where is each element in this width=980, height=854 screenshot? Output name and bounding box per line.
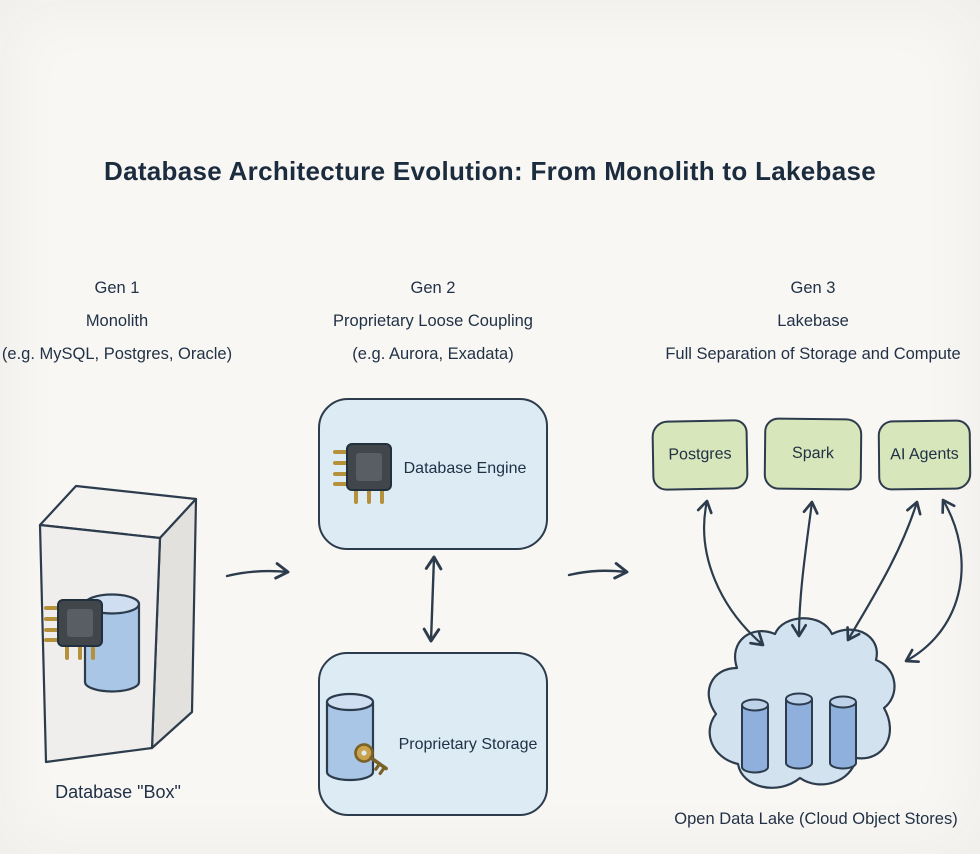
gen2-label: Gen 2 (410, 279, 456, 297)
gen2-header: Gen 2 Proprietary Loose Coupling (e.g. A… (333, 272, 533, 371)
gen1-name: Monolith (85, 312, 149, 330)
diagram-title: Database Architecture Evolution: From Mo… (104, 156, 876, 186)
gen3-caption: Open Data Lake (Cloud Object Stores) (674, 810, 958, 828)
gen3-examples: Full Separation of Storage and Compute (665, 345, 961, 363)
gen3-header: Gen 3 Lakebase Full Separation of Storag… (665, 272, 960, 371)
gen1-caption: Database "Box" (55, 782, 181, 802)
gen3-label: Gen 3 (790, 279, 836, 297)
gen2-name: Proprietary Loose Coupling (333, 312, 533, 330)
gen1-label: Gen 1 (94, 279, 140, 297)
gen1-examples: (e.g. MySQL, Postgres, Oracle) (1, 345, 233, 363)
database-engine-label: Database Engine (403, 460, 527, 477)
gen2-examples: (e.g. Aurora, Exadata) (352, 345, 514, 363)
gen1-header: Gen 1 Monolith (e.g. MySQL, Postgres, Or… (2, 272, 232, 371)
proprietary-storage-label: Proprietary Storage (398, 736, 538, 753)
gen3-name: Lakebase (777, 312, 849, 330)
